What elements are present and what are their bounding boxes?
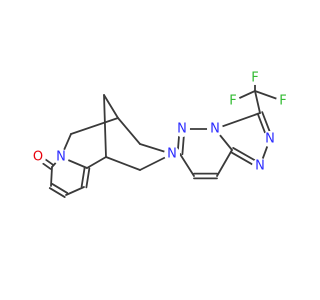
bond-c3-c4 [65, 186, 85, 196]
bond-top-bridgehead2 [103, 94, 107, 158]
atom-f3: F [276, 94, 290, 109]
atom-o1: O [30, 149, 46, 165]
atom-label-n-pyridazine: N [177, 122, 187, 137]
bond-bridgehead-top [103, 94, 119, 119]
bond-c4-c5-a [85, 167, 91, 189]
atom-label-layer: O N N N N N N [30, 71, 290, 174]
bond-c5-bridgehead2 [86, 156, 107, 169]
bond-c2-c3-b [51, 183, 69, 194]
atom-label-n-triazole-b: N [255, 159, 265, 174]
molecule-canvas: O N N N N N N [30, 70, 290, 198]
atom-label-n-triazole-a: N [265, 132, 275, 147]
atom-label-n-amine: N [167, 147, 177, 162]
atom-n-pyridone: N [53, 149, 69, 165]
atom-label-n-pyridone: N [56, 150, 66, 165]
bond-layer [35, 77, 284, 198]
atom-label-f3: F [279, 94, 286, 109]
atom-label-n-bridge: N [210, 122, 220, 137]
bond-cb-cc [216, 149, 233, 177]
atom-f2: F [248, 71, 262, 86]
atom-f1: F [226, 94, 240, 109]
atom-label-f2: F [251, 71, 258, 86]
bond-bridgehead-ch2c [117, 117, 141, 145]
bond-cd-ca [179, 153, 195, 177]
atom-n-triazole-b: N [252, 158, 268, 174]
atom-n-pyridazine: N [174, 121, 190, 137]
atom-n-bridge: N [207, 121, 223, 137]
molecule-structure-diagram: O N N N N N N [30, 70, 290, 198]
bond-c2-c3-a [48, 187, 66, 198]
bond-ctr-cf3 [254, 90, 261, 114]
atom-n-amine: N [164, 146, 180, 162]
atom-label-f1: F [229, 94, 236, 109]
atom-label-o1: O [33, 150, 43, 165]
bond-c4-c5-b [80, 166, 86, 188]
atom-n-triazole-a: N [262, 131, 278, 147]
bond-ch2a-bridgehead [70, 117, 119, 135]
bond-bridgehead2-ch2d [105, 156, 141, 171]
bond-c-c2 [50, 166, 53, 187]
